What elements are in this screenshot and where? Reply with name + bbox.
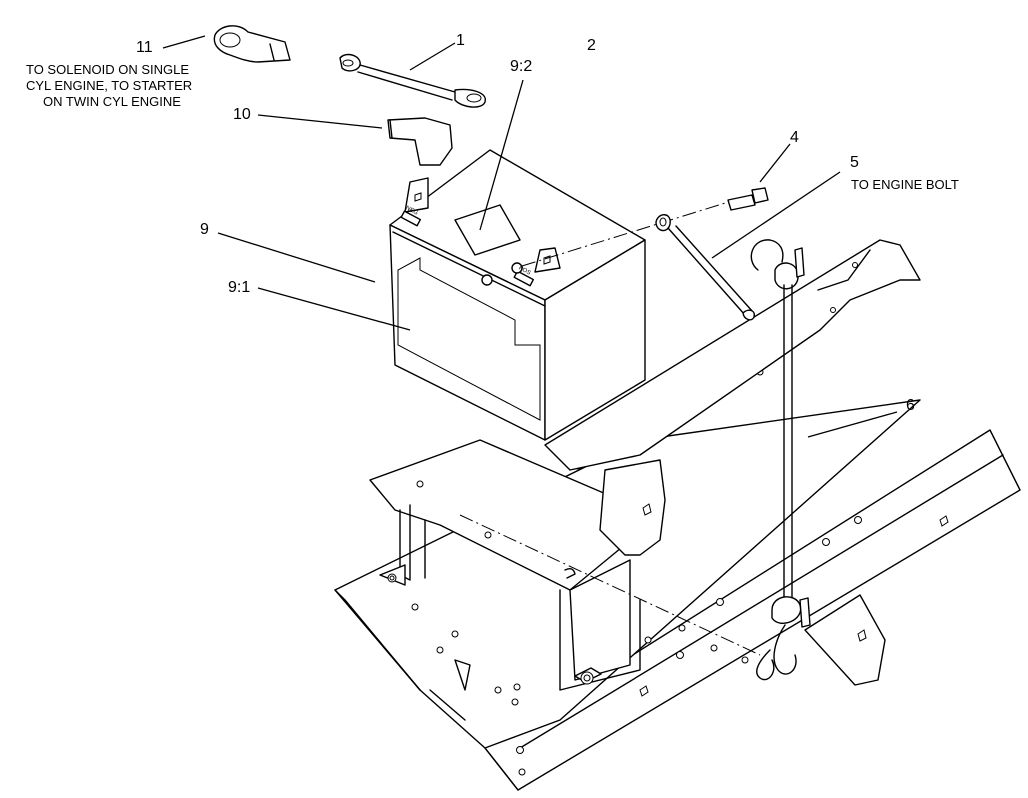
leader-5 xyxy=(711,171,841,259)
callout-4: 4 xyxy=(790,129,799,146)
callout-9-2: 9:2 xyxy=(510,58,533,75)
battery-tray xyxy=(369,439,761,691)
callout-11-note-line1: TO SOLENOID ON SINGLE xyxy=(26,62,190,77)
battery xyxy=(389,149,736,441)
hold-down-rod xyxy=(750,239,811,681)
callout-2: 2 xyxy=(587,37,596,54)
leader-9-2 xyxy=(479,79,524,231)
callout-10: 10 xyxy=(233,106,251,123)
leader-10 xyxy=(257,114,383,129)
bolt xyxy=(727,187,769,211)
rear-bracket xyxy=(454,594,886,691)
frame-rail-front xyxy=(484,429,1021,791)
ground-cable xyxy=(655,214,756,321)
callout-6: 6 xyxy=(906,397,915,414)
terminal-boot-red xyxy=(213,25,291,63)
leader-1 xyxy=(409,42,456,71)
callout-11-note-line3: ON TWIN CYL ENGINE xyxy=(43,94,181,109)
leader-4 xyxy=(759,143,791,183)
leader-6 xyxy=(807,411,898,438)
callout-5-note: TO ENGINE BOLT xyxy=(851,177,959,192)
callout-9-1: 9:1 xyxy=(228,279,251,296)
frame-rail-rear xyxy=(544,239,921,471)
leader-lines xyxy=(162,35,898,438)
callout-1: 1 xyxy=(456,32,465,49)
callout-5: 5 xyxy=(850,154,859,171)
leader-11 xyxy=(162,35,206,49)
leader-9-1 xyxy=(257,287,411,331)
terminal-cover-black xyxy=(387,117,453,166)
callout-11: 11 xyxy=(136,39,153,56)
battery-cable xyxy=(339,53,486,108)
callout-9: 9 xyxy=(200,221,209,238)
callout-11-note-line2: CYL ENGINE, TO STARTER xyxy=(26,78,193,93)
leader-9 xyxy=(217,232,376,283)
